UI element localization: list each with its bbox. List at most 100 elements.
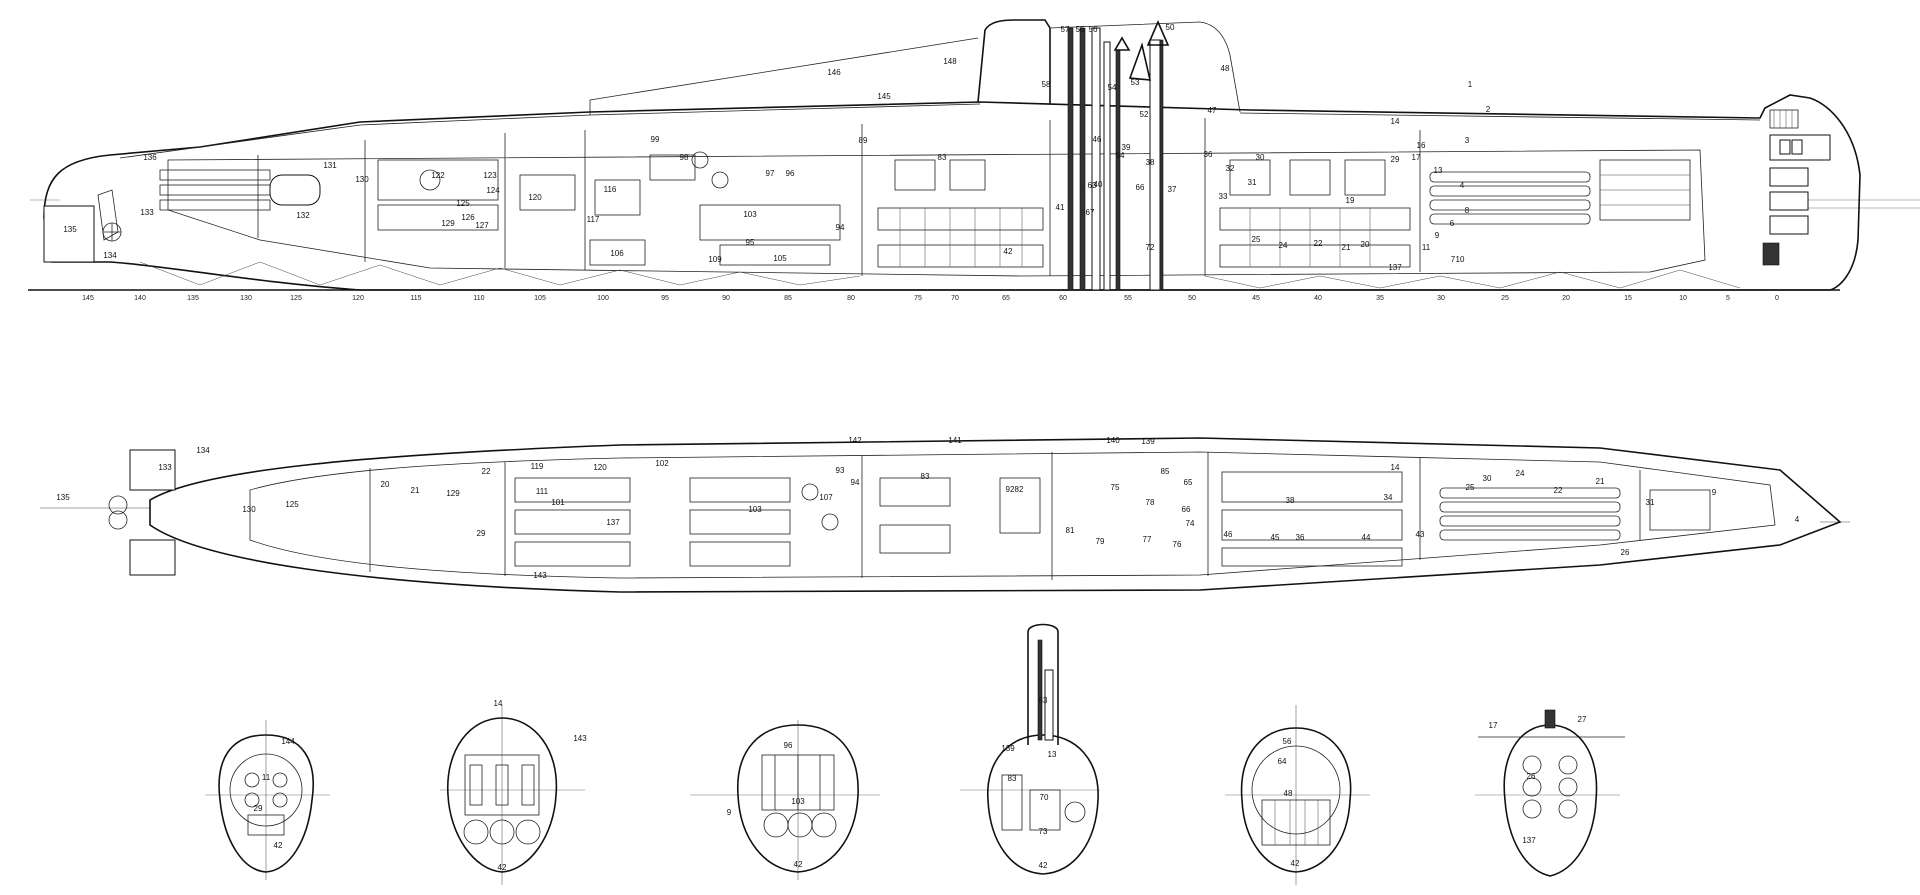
callout-label: 46 [1093, 135, 1102, 144]
callout-label: 76 [1173, 540, 1182, 549]
cross-sections: 1441129421414342961039421395313837073425… [205, 623, 1625, 885]
frame-number: 0 [1775, 295, 1779, 302]
side-pressure-hull [167, 149, 1706, 277]
callout-label: 33 [1219, 192, 1228, 201]
callout-label: 9 [1712, 488, 1717, 497]
frame-number: 125 [290, 295, 302, 302]
callout-label: 40 [1094, 180, 1103, 189]
frame-number: 25 [1501, 295, 1509, 302]
callout-label: 11 [1422, 243, 1431, 252]
callout-label: 29 [1391, 155, 1400, 164]
callout-label: 99 [651, 135, 660, 144]
plan-view-callouts: 1331341351301252021222912911911112010110… [56, 436, 1799, 580]
callout-label: 129 [446, 489, 460, 498]
callout-label: 123 [483, 171, 497, 180]
callout-label: 44 [1362, 533, 1371, 542]
callout-label: 139 [1001, 744, 1015, 753]
callout-label: 133 [158, 463, 172, 472]
side-hull-outline [43, 94, 1861, 291]
side-bulkheads [257, 118, 1421, 276]
plan-bulkheads [369, 452, 1641, 580]
frame-number: 80 [847, 295, 855, 302]
callout-label: 38 [1146, 158, 1155, 167]
callout-label: 67 [1086, 208, 1095, 217]
callout-label: 129 [441, 219, 455, 228]
callout-label: 14 [1391, 463, 1400, 472]
callout-label: 77 [1143, 535, 1152, 544]
frame-number: 120 [352, 295, 364, 302]
frame-number: 45 [1252, 295, 1260, 302]
callout-label: 75 [1111, 483, 1120, 492]
callout-label: 42 [498, 863, 507, 872]
bow-sonar-dome [1762, 109, 1831, 266]
callout-label: 63 [1088, 181, 1097, 190]
callout-label: 30 [1483, 474, 1492, 483]
callout-label: 98 [680, 153, 689, 162]
callout-label: 96 [784, 741, 793, 750]
callout-label: 127 [475, 221, 489, 230]
callout-label: 79 [1096, 537, 1105, 546]
frame-number: 110 [473, 295, 484, 302]
callout-label: 105 [773, 254, 787, 263]
cross-section-2 [440, 705, 585, 885]
callout-label: 103 [748, 505, 762, 514]
plan-pressure-hull [249, 451, 1776, 579]
callout-label: 83 [921, 472, 930, 481]
frame-number: 55 [1124, 295, 1132, 302]
cross-section-4 [960, 623, 1100, 875]
callout-label: 116 [604, 185, 617, 194]
callout-label: 3 [1465, 136, 1470, 145]
callout-label: 146 [827, 68, 841, 77]
callout-label: 137 [606, 518, 620, 527]
frame-number: 130 [240, 295, 252, 302]
callout-label: 48 [1221, 64, 1230, 73]
callout-label: 139 [1141, 437, 1155, 446]
callout-label: 42 [1004, 247, 1013, 256]
callout-label: 103 [791, 797, 805, 806]
plan-torpedo-tubes [1439, 487, 1711, 541]
frame-number: 15 [1624, 295, 1632, 302]
cross-section-5 [1225, 705, 1370, 885]
upper-stern-plane [129, 449, 176, 491]
callout-label: 66 [1136, 183, 1145, 192]
callout-label: 81 [1066, 526, 1075, 535]
frame-number: 115 [410, 295, 421, 302]
antenna-wire [589, 37, 979, 101]
callout-label: 117 [587, 215, 600, 224]
callout-label: 143 [533, 571, 547, 580]
callout-label: 4 [1795, 515, 1800, 524]
engine-room [377, 151, 841, 266]
lower-stern-plane [129, 539, 176, 576]
callout-label: 136 [143, 153, 157, 162]
callout-label: 31 [1248, 178, 1257, 187]
frame-number: 70 [951, 295, 959, 302]
frame-number: 105 [534, 295, 546, 302]
frame-number: 35 [1376, 295, 1384, 302]
callout-label: 34 [1384, 493, 1393, 502]
frame-number: 90 [722, 295, 730, 302]
callout-label: 25 [1252, 235, 1261, 244]
callout-label: 96 [786, 169, 795, 178]
frame-number: 75 [914, 295, 922, 302]
side-view-callouts: 1234678910111314161719202122242529303132… [63, 23, 1490, 272]
callout-label: 142 [848, 436, 862, 445]
callout-label: 144 [281, 737, 295, 746]
callout-label: 64 [1278, 757, 1287, 766]
callout-label: 109 [708, 255, 722, 264]
callout-label: 31 [1646, 498, 1655, 507]
callout-label: 125 [456, 199, 470, 208]
callout-label: 122 [431, 171, 445, 180]
frame-number: 40 [1314, 295, 1322, 302]
callout-label: 92 [1006, 485, 1015, 494]
callout-label: 19 [1346, 196, 1355, 205]
callout-label: 94 [851, 478, 860, 487]
plan-hull-outline [149, 437, 1842, 593]
callout-label: 22 [1314, 239, 1323, 248]
callout-label: 53 [1039, 696, 1048, 705]
callout-label: 54 [1108, 83, 1117, 92]
callout-label: 85 [1161, 467, 1170, 476]
callout-label: 140 [1106, 436, 1120, 445]
callout-label: 47 [1208, 106, 1217, 115]
callout-label: 37 [1168, 185, 1177, 194]
